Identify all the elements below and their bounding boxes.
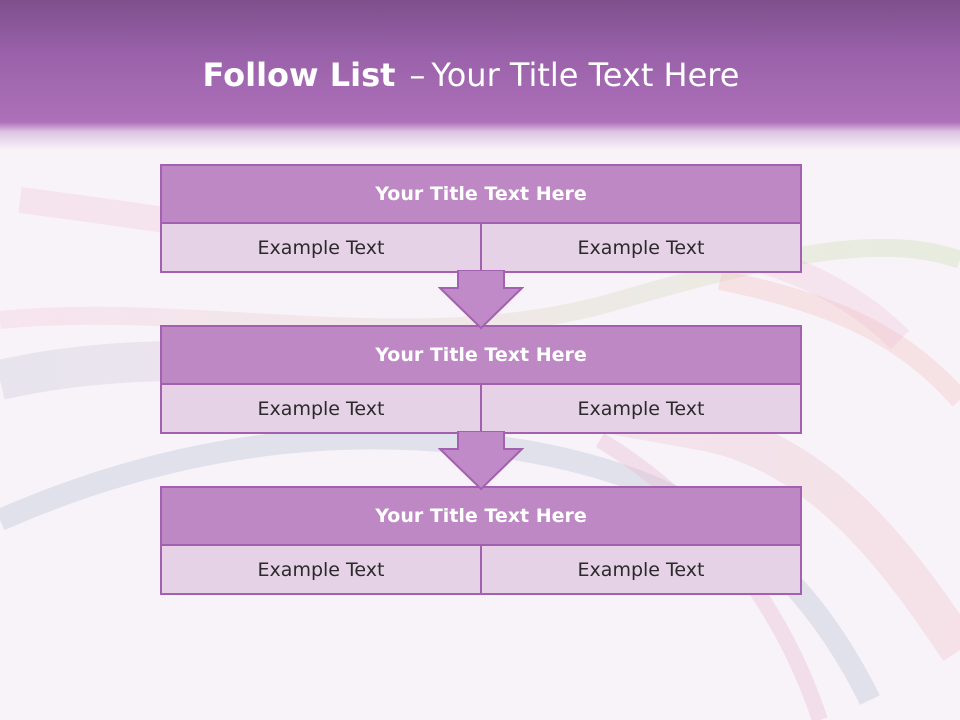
step-block-3: Your Title Text Here Example Text Exampl… — [160, 486, 802, 595]
step-cell-left: Example Text — [257, 397, 385, 420]
slide-title: Follow List–Your Title Text Here — [0, 54, 942, 96]
step-row: Example Text Example Text — [162, 385, 800, 432]
step-cell-left: Example Text — [257, 558, 385, 581]
step-title: Your Title Text Here — [162, 488, 800, 546]
step-row: Example Text Example Text — [162, 546, 800, 593]
slide-title-rest: Your Title Text Here — [431, 56, 740, 94]
slide-title-dash: – — [409, 56, 426, 94]
step-row: Example Text Example Text — [162, 224, 800, 271]
step-block-1: Your Title Text Here Example Text Exampl… — [160, 164, 802, 273]
step-title: Your Title Text Here — [162, 166, 800, 224]
step-cell-right: Example Text — [480, 224, 800, 271]
step-cell-left: Example Text — [257, 236, 385, 259]
header-band — [0, 0, 960, 150]
step-cell-right: Example Text — [480, 546, 800, 593]
step-cell-right: Example Text — [480, 385, 800, 432]
step-title: Your Title Text Here — [162, 327, 800, 385]
step-block-2: Your Title Text Here Example Text Exampl… — [160, 325, 802, 434]
down-arrow-icon — [438, 270, 524, 330]
slide-title-bold: Follow List — [202, 56, 396, 94]
down-arrow-icon — [438, 431, 524, 491]
